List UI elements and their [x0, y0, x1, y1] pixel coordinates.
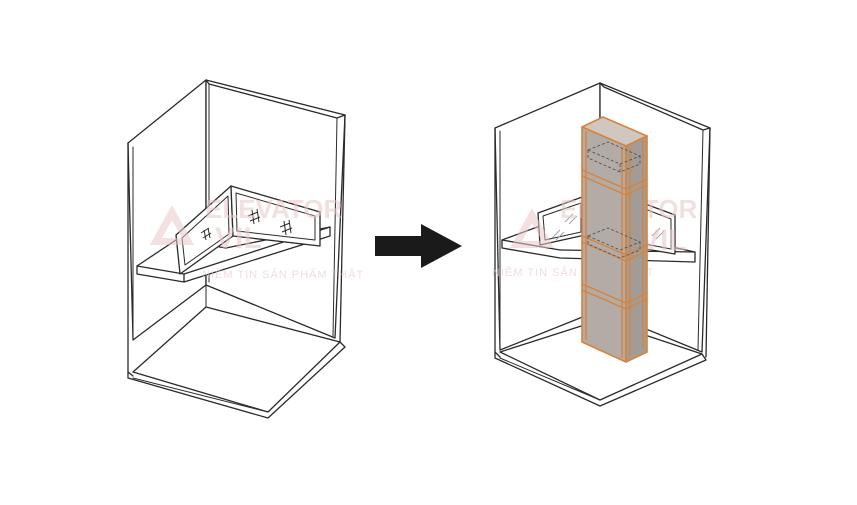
watermark-line2: VIL: [215, 222, 262, 255]
shaft-side: [626, 136, 647, 362]
elevator-shaft: [582, 117, 647, 362]
watermark-line1: ELEVATOR: [205, 194, 342, 224]
right-arrow-icon: [375, 224, 462, 268]
watermark-line3: NIỀM TIN SẢN PHẨM THẬT: [202, 268, 364, 281]
before-left-wall: [128, 80, 206, 340]
